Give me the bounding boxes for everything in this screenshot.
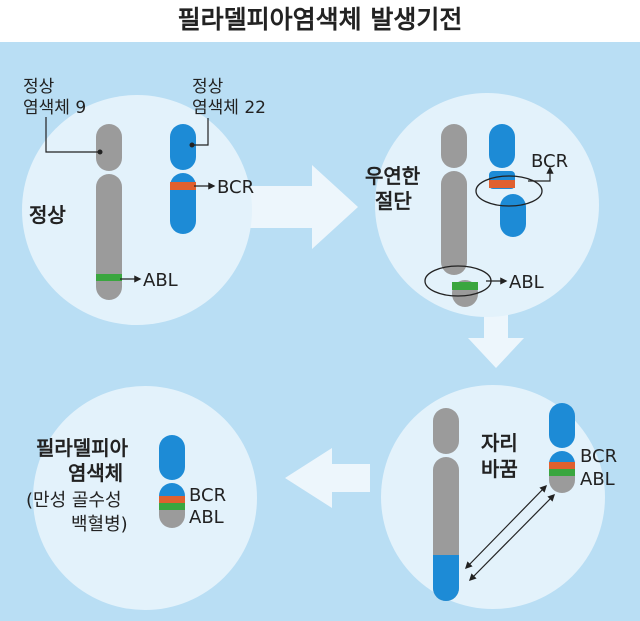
stage2-label-line1: 우연한 <box>365 164 421 188</box>
stage1-abl-label: ABL <box>143 270 178 291</box>
stage1-chromosome-9 <box>96 124 122 300</box>
stage2-label-line2: 절단 <box>375 189 412 213</box>
stage1-chrom9-label-line1: 정상 <box>23 77 55 97</box>
flow-arrow-down <box>468 300 524 368</box>
stage1-chrom9-label-line2: 염색체 9 <box>23 98 86 118</box>
stage4-bcr-band <box>159 496 185 503</box>
stage2-chromosome-9 <box>441 124 478 307</box>
stage2-bcr-band <box>489 180 515 188</box>
flow-arrow-right <box>232 165 358 249</box>
stage3-label-line1: 자리 <box>481 431 518 455</box>
stage3-abl-band <box>549 469 575 476</box>
stage4-circle <box>33 386 257 610</box>
stage4-philadelphia-chromosome <box>159 435 185 528</box>
stage1-bcr-label: BCR <box>217 177 254 198</box>
stage1-chromosome-22 <box>170 124 196 234</box>
stage3-label-line2: 바꿈 <box>481 457 518 481</box>
stage1-chrom22-label-line1: 정상 <box>192 77 224 97</box>
stage2-break-ellipse-22 <box>475 175 543 207</box>
stage1-label: 정상 <box>29 203 66 227</box>
stage3-chromosome-9 <box>433 408 459 601</box>
stage1-chrom9-pointer-line <box>45 117 100 153</box>
stage2-abl-band <box>452 282 478 290</box>
stage4-label-line1: 필라델피아 <box>36 436 129 460</box>
stage2-abl-label: ABL <box>509 272 544 293</box>
stage1-bcr-band <box>170 182 196 190</box>
stage1-abl-band <box>96 274 122 281</box>
stage3-chromosome-22 <box>549 403 575 493</box>
stage4-label-line3: (만성 골수성 <box>26 490 122 511</box>
stage2-bcr-label: BCR <box>531 151 568 172</box>
stage4-bcr-label: BCR <box>189 485 226 506</box>
stage4-label-line4: 백혈병) <box>71 514 128 535</box>
stage3-abl-label: ABL <box>580 469 615 490</box>
stage4-abl-band <box>159 503 185 510</box>
stage2-bcr-arrow <box>528 166 554 182</box>
stage3-bcr-label: BCR <box>580 446 617 467</box>
stage1-chrom22-pointer-line <box>192 118 209 146</box>
diagram-title: 필라델피아염색체 발생기전 <box>177 5 463 34</box>
stage3-swap-arrow-2 <box>468 493 556 582</box>
flow-arrow-left <box>285 448 370 508</box>
stage1-chrom22-label-line2: 염색체 22 <box>192 98 266 118</box>
stage4-abl-label: ABL <box>189 507 224 528</box>
stage2-circle <box>375 93 599 317</box>
stage4-label-line2: 염색체 <box>68 461 123 485</box>
stage3-bcr-band <box>549 462 575 469</box>
